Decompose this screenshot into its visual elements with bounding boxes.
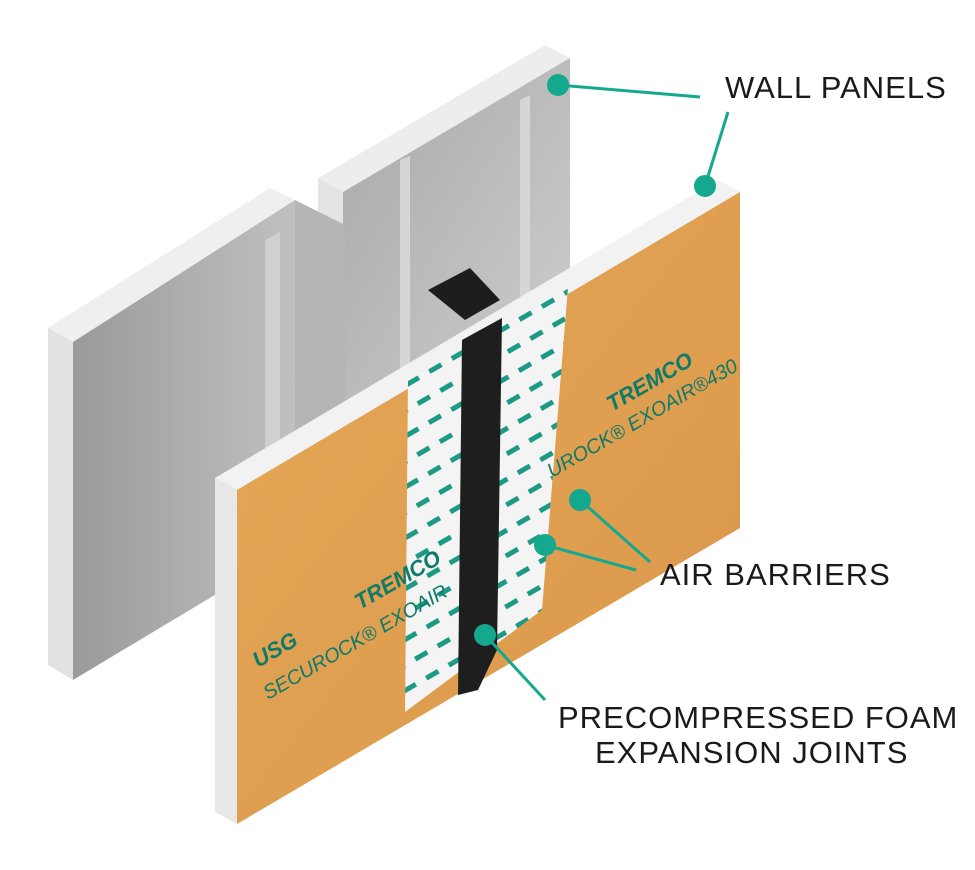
- label-wall-panels: WALL PANELS: [725, 70, 947, 105]
- callout-dot-wall-panel-back: [547, 74, 569, 96]
- callout-dot-wall-panel-front: [694, 175, 716, 197]
- callout-dot-air-barrier-tape: [534, 534, 556, 556]
- precompressed-foam-joint: [458, 318, 502, 695]
- callout-lines: [483, 83, 730, 702]
- callout-dot-air-barrier-sheet: [569, 489, 591, 511]
- label-foam-line1: PRECOMPRESSED FOAM: [558, 700, 958, 735]
- foam-joint-top: [428, 268, 500, 320]
- label-air-barriers: AIR BARRIERS: [660, 557, 891, 592]
- label-foam-line2: EXPANSION JOINTS: [595, 735, 908, 770]
- callout-dot-foam-joint: [474, 624, 496, 646]
